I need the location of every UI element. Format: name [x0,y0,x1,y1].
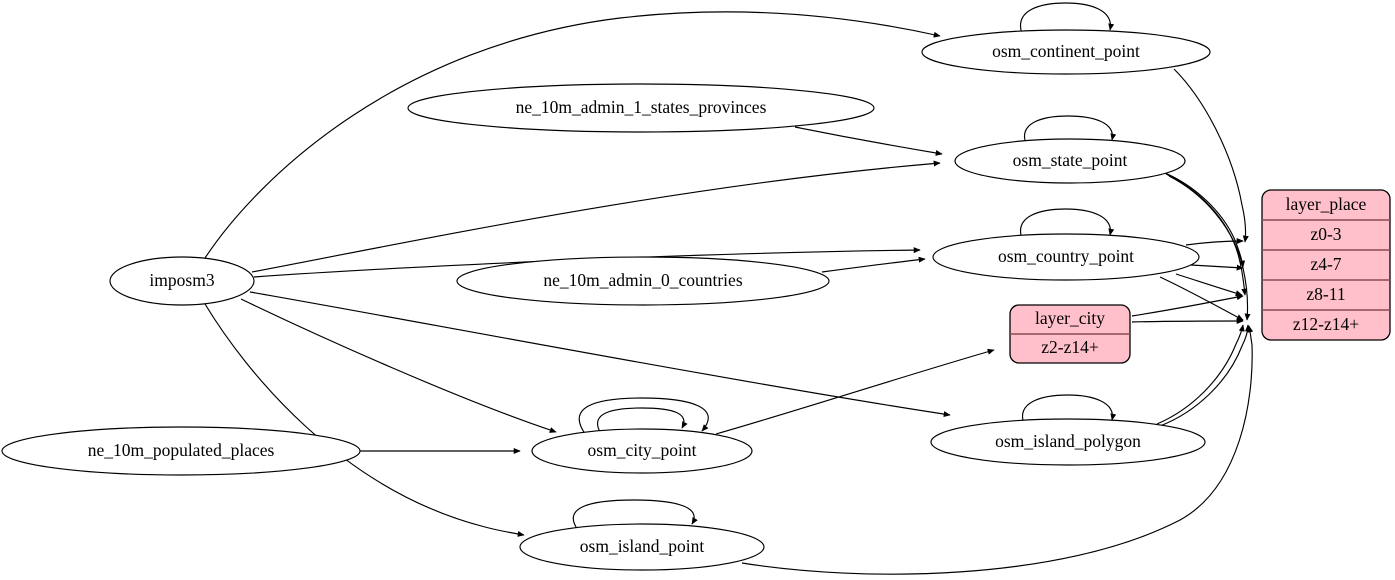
edge-osm_city_point-self-loop-outer [578,397,709,436]
record-row-layer_place-z8-11: z8-11 [1306,284,1345,304]
node-label-osm_country_point: osm_country_point [998,246,1134,266]
edge-ne_10m_admin_0_countries-to-osm_country_point [821,256,926,273]
edge-osm_country_point-self-loop [1019,208,1115,240]
edge-osm_country_point-to-layer_place-z12-z14+ [1159,276,1244,321]
node-label-imposm3: imposm3 [149,270,214,290]
edge-osm_island_polygon-self-loop [1021,394,1117,425]
node-osm_island_point[interactable]: osm_island_point [519,523,765,571]
record-row-layer_place-title: layer_place [1286,194,1367,214]
edge-osm_state_point-to-layer_place-z4-7 [1162,171,1246,268]
edge-osm_continent_point-to-layer_place-z0-3 [1173,68,1249,243]
edge-imposm3-to-osm_continent_point [204,11,941,259]
node-osm_continent_point[interactable]: osm_continent_point [921,29,1211,75]
edge-osm_city_point-self-loop-inner [597,407,688,433]
record-row-layer_place-z4-7: z4-7 [1310,254,1341,274]
record-row-layer_place-z12-z14: z12-z14+ [1293,314,1359,334]
edge-osm_island_point-self-loop [572,499,698,531]
edge-layer_city-to-layer_place-z12-z14+ [1131,317,1244,325]
edge-layer [204,2,1254,575]
edge-imposm3-to-osm_state_point [251,160,941,273]
edge-imposm3-to-osm_city_point [240,298,557,433]
record-row-layer_city-title: layer_city [1035,308,1105,328]
record-row-layer_city-z2-z14: z2-z14+ [1041,337,1099,357]
node-label-osm_continent_point: osm_continent_point [992,41,1140,61]
node-ne_10m_admin_1_states_provinces[interactable]: ne_10m_admin_1_states_provinces [407,83,875,133]
node-osm_state_point[interactable]: osm_state_point [954,138,1186,184]
node-ne_10m_populated_places[interactable]: ne_10m_populated_places [1,426,361,476]
edge-osm_country_point-to-layer_place-z8-11 [1175,273,1243,297]
record-node-layer_city[interactable]: layer_city z2-z14+ [1009,304,1131,364]
node-osm_country_point[interactable]: osm_country_point [932,233,1200,281]
node-label-ne_10m_admin_0_countries: ne_10m_admin_0_countries [543,270,742,290]
node-layer: imposm3 ne_10m_admin_1_states_provinces … [1,29,1211,571]
node-label-ne_10m_admin_1_states_provinces: ne_10m_admin_1_states_provinces [516,97,767,117]
node-label-osm_state_point: osm_state_point [1013,150,1128,170]
edge-osm_city_point-to-layer_city-z2-z14+ [715,348,995,435]
node-osm_city_point[interactable]: osm_city_point [531,428,753,474]
node-ne_10m_admin_0_countries[interactable]: ne_10m_admin_0_countries [456,256,830,306]
edge-imposm3-to-osm_island_polygon [249,291,951,418]
edge-osm_continent_point-self-loop [1019,2,1115,35]
edge-imposm3-to-osm_island_point [204,303,525,537]
record-node-layer_place[interactable]: layer_place z0-3 z4-7 z8-11 z12-z14+ [1261,189,1391,341]
record-row-layer_place-z0-3: z0-3 [1310,224,1341,244]
node-label-osm_island_point: osm_island_point [580,536,705,556]
edge-osm_state_point-self-loop [1023,115,1117,145]
edge-osm_island_polygon-to-layer_place-z12-z14+-b [1156,324,1245,425]
edge-ne_10m_admin_1_states_provinces-to-osm_state_point [794,126,943,156]
edge-osm_state_point-to-layer_place-z12-z14+ [1168,175,1251,321]
node-label-osm_city_point: osm_city_point [588,440,697,460]
node-imposm3[interactable]: imposm3 [109,256,255,306]
node-osm_island_polygon[interactable]: osm_island_polygon [930,418,1206,466]
edge-osm_island_point-to-layer_place-z12-z14+ [741,325,1254,575]
edge-osm_state_point-to-layer_place-z8-11 [1165,173,1248,296]
edge-osm_country_point-to-layer_place-z0-3 [1185,237,1244,246]
edge-layer_city-to-layer_place-z8-11 [1131,294,1244,317]
node-label-osm_island_polygon: osm_island_polygon [995,431,1141,451]
record-layer: layer_city z2-z14+ layer_place z0-3 z4-7… [1009,189,1391,364]
edge-osm_island_polygon-to-layer_place-z12-z14+ [1159,324,1252,427]
node-label-ne_10m_populated_places: ne_10m_populated_places [88,440,275,460]
edge-osm_country_point-to-layer_place-z4-7 [1190,264,1244,271]
